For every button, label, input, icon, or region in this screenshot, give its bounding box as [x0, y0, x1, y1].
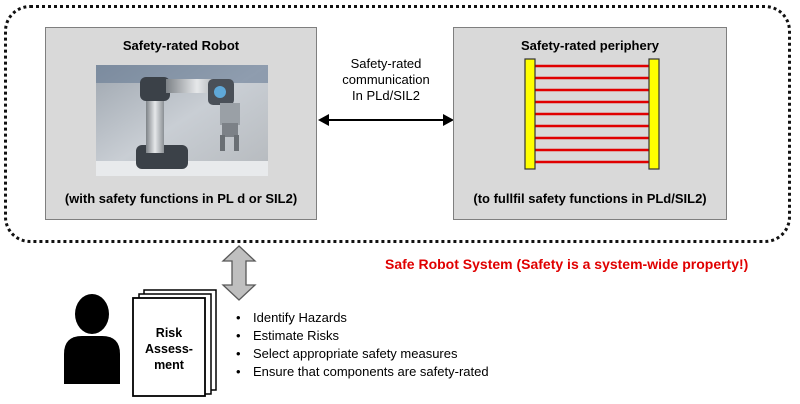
communication-label: Safety-rated communication In PLd/SIL2 [324, 56, 448, 104]
safety-rated-periphery-box: Safety-rated periphery (to fullfil safet… [453, 27, 727, 220]
light-curtain-icon [524, 58, 660, 170]
safety-rated-robot-box: Safety-rated Robot (with safety fun [45, 27, 317, 220]
risk-assessment-steps: Identify Hazards Estimate Risks Select a… [236, 309, 489, 381]
person-icon [64, 294, 120, 384]
risk-assessment-line2: Assess- [145, 342, 193, 356]
communication-label-line1: Safety-rated [350, 56, 422, 71]
periphery-box-title: Safety-rated periphery [521, 38, 659, 53]
document-stack-icon [132, 289, 217, 397]
double-arrow-icon [318, 114, 454, 126]
risk-assessment-line3: ment [154, 358, 184, 372]
communication-label-line3: In PLd/SIL2 [352, 88, 420, 103]
robot-box-caption: (with safety functions in PL d or SIL2) [64, 191, 298, 206]
robot-arm-photo [96, 65, 268, 176]
safe-robot-system-boundary [4, 5, 791, 243]
list-item: Identify Hazards [236, 309, 489, 327]
list-item: Estimate Risks [236, 327, 489, 345]
robot-box-title: Safety-rated Robot [122, 38, 240, 53]
risk-assessment-label: Risk Assess- ment [138, 325, 200, 373]
communication-label-line2: communication [342, 72, 430, 87]
list-item: Ensure that components are safety-rated [236, 363, 489, 381]
risk-assessment-line1: Risk [155, 326, 183, 340]
list-item: Select appropriate safety measures [236, 345, 489, 363]
up-down-arrow-icon [221, 245, 257, 301]
safe-robot-system-label: Safe Robot System (Safety is a system-wi… [385, 256, 749, 272]
periphery-box-caption: (to fullfil safety functions in PLd/SIL2… [473, 191, 707, 206]
